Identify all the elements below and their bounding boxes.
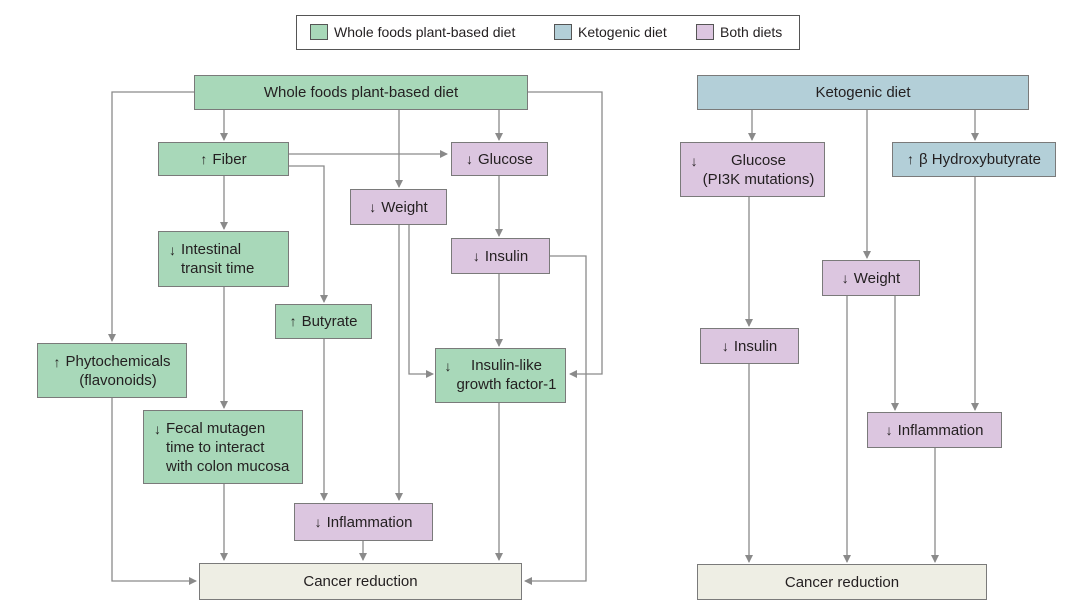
legend-label-keto: Ketogenic diet xyxy=(578,24,667,40)
igf-node: ↓ Insulin-like growth factor-1 xyxy=(435,348,566,403)
plant-diet-header-label: Whole foods plant-based diet xyxy=(263,84,459,101)
fecal-label-line2: time to interact xyxy=(166,439,265,456)
legend: Whole foods plant-based diet Ketogenic d… xyxy=(296,15,800,50)
inflammation-label: Inflammation xyxy=(326,513,413,531)
igf-label-line1: Insulin-like xyxy=(471,357,542,374)
legend-item-plant: Whole foods plant-based diet xyxy=(310,24,515,40)
arrow-phytochemicals-to-cancer xyxy=(111,398,197,585)
intestinal-label-line2: transit time xyxy=(181,260,255,277)
fiber-node: ↑ Fiber xyxy=(158,142,289,176)
up-arrow-icon: ↑ xyxy=(53,354,61,370)
cancer-reduction-right: Cancer reduction xyxy=(697,564,987,600)
phytochemicals-node: ↑ Phytochemicals (flavonoids) xyxy=(37,343,187,398)
inflammation-node: ↓ Inflammation xyxy=(294,503,433,541)
keto-glucose-node: ↓ Glucose (PI3K mutations) xyxy=(680,142,825,197)
cancer-reduction-left: Cancer reduction xyxy=(199,563,522,600)
fecal-label-line3: with colon mucosa xyxy=(166,458,290,475)
arrow-header-to-phytochemicals xyxy=(108,91,194,342)
legend-label-plant: Whole foods plant-based diet xyxy=(334,24,516,40)
legend-label-both: Both diets xyxy=(720,24,783,40)
keto-insulin-label: Insulin xyxy=(733,337,778,355)
legend-swatch-keto xyxy=(554,24,572,40)
legend-swatch-plant xyxy=(310,24,328,40)
insulin-label: Insulin xyxy=(484,247,529,265)
keto-diet-header: Ketogenic diet xyxy=(697,75,1029,110)
legend-swatch-both xyxy=(696,24,714,40)
down-arrow-icon: ↓ xyxy=(721,337,729,354)
arrow-header-to-igf xyxy=(528,91,603,378)
down-arrow-icon: ↓ xyxy=(465,150,473,167)
plant-diet-header: Whole foods plant-based diet xyxy=(194,75,528,110)
keto-inflammation-node: ↓ Inflammation xyxy=(867,412,1002,448)
up-arrow-icon: ↑ xyxy=(200,150,208,167)
legend-item-keto: Ketogenic diet xyxy=(554,24,667,40)
phytochemicals-label-line1: Phytochemicals xyxy=(65,353,171,370)
fiber-label: Fiber xyxy=(212,150,247,168)
hydroxybutyrate-label: β Hydroxybutyrate xyxy=(918,151,1041,168)
keto-weight-label: Weight xyxy=(853,269,901,287)
arrow-weight-to-igf xyxy=(408,225,434,378)
down-arrow-icon: ↓ xyxy=(472,247,480,264)
down-arrow-icon: ↓ xyxy=(314,513,322,530)
glucose-label: Glucose xyxy=(477,150,534,168)
down-arrow-icon: ↓ xyxy=(690,153,698,169)
igf-label-line2: growth factor-1 xyxy=(456,376,557,393)
arrow-insulin-to-cancer xyxy=(524,255,587,585)
down-arrow-icon: ↓ xyxy=(444,358,452,374)
arrow-fiber-to-butyrate xyxy=(289,165,328,303)
down-arrow-icon: ↓ xyxy=(885,421,893,438)
butyrate-label: Butyrate xyxy=(301,313,358,330)
up-arrow-icon: ↑ xyxy=(289,313,297,329)
fecal-mutagen-node: ↓ Fecal mutagen time to interact with co… xyxy=(143,410,303,484)
keto-inflammation-label: Inflammation xyxy=(897,421,984,439)
down-arrow-icon: ↓ xyxy=(169,242,176,258)
phytochemicals-label-line2: (flavonoids) xyxy=(79,372,157,389)
intestinal-label-line1: Intestinal xyxy=(181,241,242,258)
weight-node: ↓ Weight xyxy=(350,189,447,225)
glucose-node: ↓ Glucose xyxy=(451,142,548,176)
intestinal-transit-node: ↓ Intestinal transit time xyxy=(158,231,289,287)
keto-glucose-label-line1: Glucose xyxy=(730,152,787,169)
down-arrow-icon: ↓ xyxy=(154,421,161,437)
insulin-node: ↓ Insulin xyxy=(451,238,550,274)
up-arrow-icon: ↑ xyxy=(906,151,914,167)
weight-label: Weight xyxy=(381,198,428,216)
keto-glucose-label-line2: (PI3K mutations) xyxy=(702,171,815,188)
keto-weight-node: ↓ Weight xyxy=(822,260,920,296)
down-arrow-icon: ↓ xyxy=(369,198,377,215)
keto-diet-header-label: Ketogenic diet xyxy=(815,84,911,101)
down-arrow-icon: ↓ xyxy=(841,269,849,286)
fecal-label-line1: Fecal mutagen xyxy=(166,420,266,437)
legend-item-both: Both diets xyxy=(696,24,782,40)
keto-insulin-node: ↓ Insulin xyxy=(700,328,799,364)
cancer-reduction-right-label: Cancer reduction xyxy=(784,573,900,591)
cancer-reduction-left-label: Cancer reduction xyxy=(303,573,418,590)
hydroxybutyrate-node: ↑ β Hydroxybutyrate xyxy=(892,142,1056,177)
butyrate-node: ↑ Butyrate xyxy=(275,304,372,339)
